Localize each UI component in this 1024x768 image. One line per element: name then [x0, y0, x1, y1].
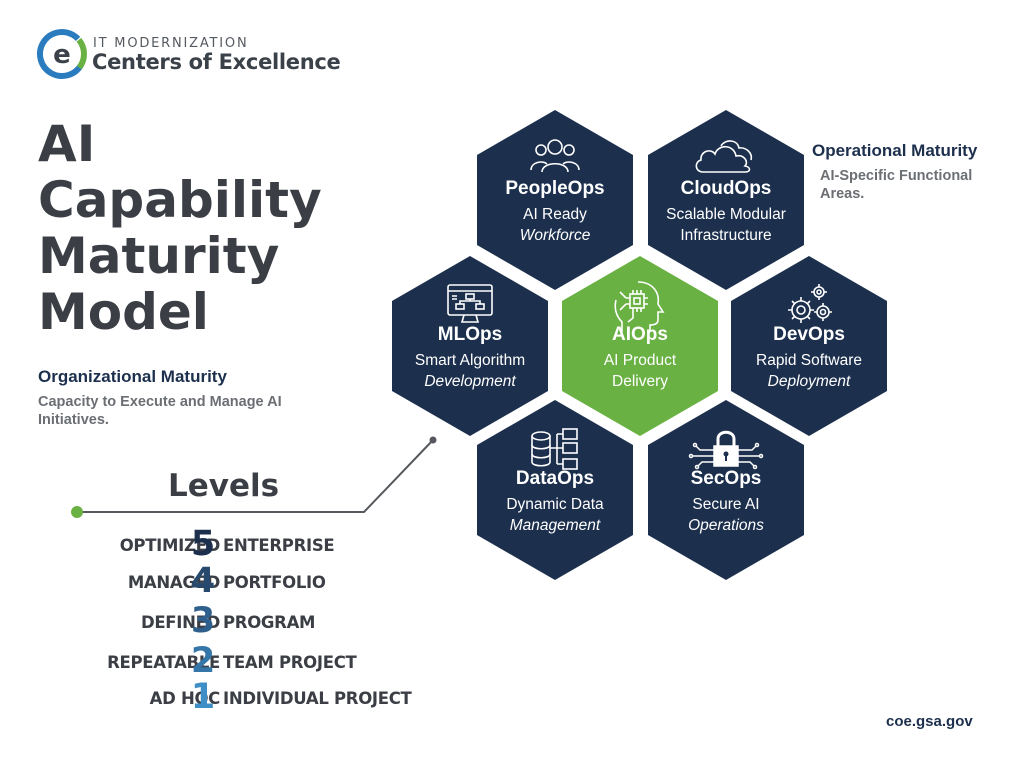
hex-line2: Development: [424, 373, 516, 390]
title-line: Maturity: [38, 227, 280, 285]
hex-mlops: MLOps Smart Algorithm Development: [392, 256, 548, 436]
hex-aiops: AIOps AI Product Delivery: [562, 256, 718, 436]
footer-url: coe.gsa.gov: [886, 713, 973, 730]
level-label: MANAGED: [127, 573, 220, 592]
hex-line1: AI Product: [603, 352, 677, 369]
logo-top-text: IT MODERNIZATION: [93, 36, 249, 51]
hex-title: DataOps: [515, 468, 595, 489]
levels-heading: Levels: [168, 468, 280, 504]
hex-title: CloudOps: [680, 178, 772, 199]
level-row: AD HOC 1 INDIVIDUAL PROJECT: [40, 677, 460, 717]
hex-title: MLOps: [437, 324, 503, 345]
level-number: 4: [190, 561, 216, 601]
level-row: OPTIMIZED 5 ENTERPRISE: [40, 524, 460, 564]
title-line: Model: [38, 283, 209, 341]
hex-line1: Dynamic Data: [506, 496, 604, 513]
hex-title: PeopleOps: [505, 178, 605, 199]
hex-title: DevOps: [773, 324, 845, 345]
hex-line2: Operations: [688, 517, 764, 534]
hex-peopleops: PeopleOps AI Ready Workforce: [477, 110, 633, 290]
hex-title: SecOps: [690, 468, 762, 489]
level-row: MANAGED 4 PORTFOLIO: [40, 561, 460, 601]
title-line: AI: [38, 115, 96, 173]
hex-devops: DevOps Rapid Software Deployment: [731, 256, 887, 436]
database-icon: [531, 428, 578, 470]
organizational-maturity-heading: Organizational Maturity: [38, 367, 227, 386]
lock-circuit-icon: [688, 430, 764, 470]
level-row: DEFINED 3 PROGRAM: [40, 601, 460, 641]
level-row: REPEATABLE 2 TEAM PROJECT: [40, 641, 460, 681]
hex-line1: Smart Algorithm: [414, 352, 526, 369]
level-number: 1: [190, 677, 216, 717]
title-line: Capability: [38, 171, 322, 229]
level-scope: PORTFOLIO: [223, 573, 326, 592]
level-label: DEFINED: [140, 613, 220, 632]
hex-line1: Scalable Modular: [666, 206, 786, 223]
operational-maturity-heading: Operational Maturity: [812, 141, 978, 160]
hex-line2: Management: [509, 517, 601, 534]
hex-line2: Infrastructure: [680, 227, 772, 244]
page-title: AI Capability Maturity Model: [38, 116, 368, 340]
gears-icon: [788, 284, 832, 323]
monitor-flowchart-icon: [447, 284, 493, 323]
organizational-maturity-description: Capacity to Execute and Manage AI Initia…: [38, 394, 282, 428]
people-icon: [530, 139, 580, 173]
hex-line1: Secure AI: [692, 496, 760, 513]
level-scope: ENTERPRISE: [223, 536, 335, 555]
hex-line1: AI Ready: [523, 206, 587, 223]
hex-cloudops: CloudOps Scalable Modular Infrastructure: [648, 110, 804, 290]
level-number: 5: [190, 524, 216, 564]
operational-maturity-description: AI-Specific Functional Areas.: [820, 168, 973, 202]
level-scope: PROGRAM: [223, 613, 316, 632]
hex-line2: Deployment: [767, 373, 851, 390]
level-scope: INDIVIDUAL PROJECT: [223, 689, 412, 708]
hex-line2: Workforce: [519, 227, 591, 244]
hex-title: AIOps: [612, 324, 668, 345]
hex-dataops: DataOps Dynamic Data Management: [477, 400, 633, 580]
level-label: AD HOC: [149, 689, 221, 708]
hex-line2: Delivery: [612, 373, 668, 390]
level-number: 2: [190, 641, 216, 681]
logo-bottom-text: Centers of Excellence: [92, 50, 341, 74]
ai-head-icon: [614, 281, 665, 332]
level-number: 3: [190, 601, 216, 641]
level-label: OPTIMIZED: [119, 536, 221, 555]
svg-text:e: e: [53, 40, 71, 70]
level-scope: TEAM PROJECT: [223, 653, 357, 672]
coe-logo-icon: e: [37, 28, 87, 79]
cloud-icon: [695, 140, 753, 173]
hex-line1: Rapid Software: [756, 352, 862, 369]
level-label: REPEATABLE: [107, 653, 220, 672]
hex-secops: SecOps Secure AI Operations: [648, 400, 804, 580]
